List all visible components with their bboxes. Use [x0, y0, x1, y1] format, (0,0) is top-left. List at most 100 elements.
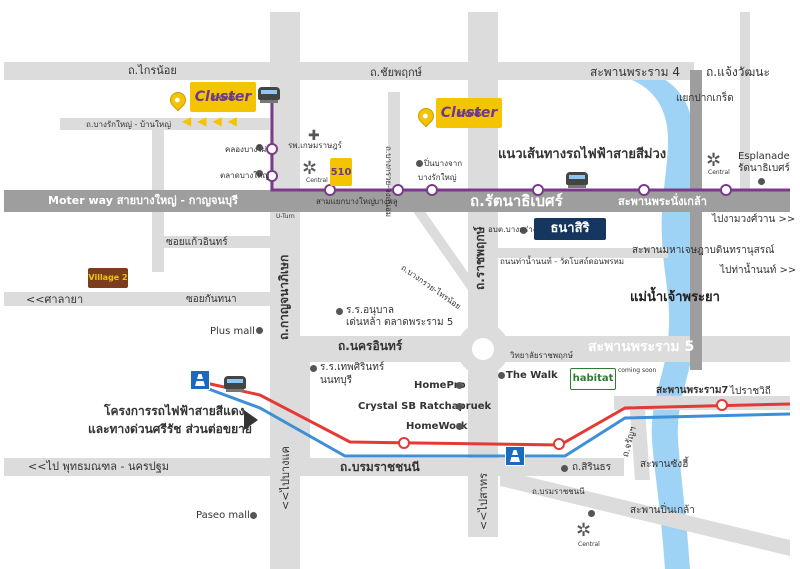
roundabout-center [472, 338, 494, 360]
label-homework: HomeWork [406, 421, 468, 432]
label-soi-kanchana: ซอยกันทนา [186, 294, 237, 305]
station-red-3 [716, 399, 728, 411]
brand-thanasiri: ธนาสิริ [534, 218, 606, 240]
label-red-line-2: และทางด่วนศรีรัช ส่วนต่อขยาย [88, 422, 252, 436]
hospital-icon: ✚ [308, 128, 320, 144]
label-to-phutthamonthon: <<ไป พุทธมณฑล - นครปฐม [28, 460, 170, 473]
road-motorway-rattanathibet [4, 190, 790, 212]
label-talad-rama5: ตลาดพระราม 5 [384, 317, 454, 328]
label-homepro: HomePro [414, 380, 466, 391]
poi-dot-homework [456, 423, 463, 430]
label-bridge-rama7: สะพานพระราม7 [656, 385, 729, 396]
purple-line [270, 96, 790, 192]
direction-arrows-icon: ◀◀◀◀ [182, 114, 243, 128]
poi-dot-crystal [456, 403, 463, 410]
label-sirindhorn: ถ.สิรินธร [572, 462, 612, 473]
label-red-line-1: โครงการรถไฟฟ้าสายสีแดง [104, 404, 245, 418]
poi-dot-klong [256, 144, 263, 151]
label-to-rajvithi: ไปราชวิถี [730, 386, 771, 397]
label-thepsirin-2: นนทบุรี [320, 375, 352, 386]
poi-dot-anuban [336, 308, 343, 315]
label-rr-anuban-2: เด่นหล้า [346, 317, 382, 328]
label-to-ngam-wong-wan: ไปงามวงศ์วาน >> [712, 214, 796, 225]
station-nonthaburi [532, 184, 544, 196]
label-paseo: Paseo mall [196, 510, 250, 521]
station-bang-phlu [392, 184, 404, 196]
label-plus-mall: Plus mall [210, 326, 255, 337]
label-bridge-rama5: สะพานพระราม 5 [588, 339, 695, 355]
label-to-bang-khae: <<ไปบางแค [279, 446, 292, 510]
label-obt: อบต.บางกร่าง [488, 225, 537, 234]
poi-dot-esplanade [758, 178, 765, 185]
label-chaiyaphruek: ถ.ชัยพฤกษ์ [370, 66, 422, 79]
blue-line [205, 386, 791, 458]
road-bang-rak-yai [60, 118, 270, 130]
label-rattanathibet: ถ.รัตนาธิเบศร์ [470, 192, 563, 210]
road-local-3 [300, 354, 310, 464]
road-borom [4, 458, 624, 476]
station-phranangklao [638, 184, 650, 196]
label-talad-bang-yai: ตลาดบางใหญ่ [220, 171, 270, 180]
label-esplanade-2: รัตนาธิเบศร์ [738, 163, 790, 174]
label-central-right: Central [708, 169, 730, 176]
label-nakhon-in: ถ.นครอินทร์ [338, 339, 403, 353]
central-icon-bottom: ✲ [576, 520, 592, 541]
central-icon-right: ✲ [706, 150, 722, 171]
station-klong-bang-phai [266, 143, 278, 155]
label-central-bottom: Central [578, 541, 600, 548]
label-thepsirin-1: ร.ร.เทพศิรินทร์ [320, 362, 385, 373]
brand-village-2: Village 2 [88, 268, 128, 288]
label-esplanade-1: Esplanade [738, 151, 790, 162]
brand-habitat: habitat [570, 368, 616, 390]
poi-dot-sirindhorn [561, 465, 568, 472]
label-ratchaphruek: ถ.ราชพฤกษ์ [473, 226, 487, 290]
label-wittaya: วิทยาลัยราชพฤกษ์ [510, 351, 573, 360]
label-bang-rak-yai: ถ.บางรักใหญ่ - บ้านใหญ่ [86, 120, 172, 129]
road-kanchanaphisek [270, 12, 300, 569]
station-red-2 [553, 438, 565, 450]
poi-dot-thepsirin [310, 365, 317, 372]
station-talad-bang-yai [266, 170, 278, 182]
label-bang-phlu: บางพลู [374, 197, 398, 206]
train-icon-purple-2 [566, 172, 588, 188]
road-bridge-ramp [690, 70, 702, 370]
poi-dot-homepro [456, 382, 463, 389]
poi-dot-the-walk [498, 372, 505, 379]
label-bridge-maha: สะพานมหาเจษฎาบดินทรานุสรณ์ [632, 245, 775, 256]
label-chaeng-watthana: ถ.แจ้งวัฒนะ [706, 65, 770, 79]
road-charan [630, 410, 650, 480]
poi-dot-plus-mall [256, 327, 263, 334]
station-bang-rak-noi [426, 184, 438, 196]
label-bridge-pinklao: สะพานปิ่นเกล้า [630, 505, 695, 516]
label-kanchanaphisek: ถ.กาญจนาภิเษก [277, 254, 291, 340]
label-borom: ถ.บรมราชชนนี [340, 460, 420, 474]
label-klong-bang-phai: คลองบางไผ่ [225, 145, 267, 154]
label-u-turn: U-Turn [276, 213, 295, 220]
label-to-tha-nam-non: ไปท่าน้ำนนท์ >> [720, 265, 797, 276]
label-soi-kaew-in: ซอยแก้วอินทร์ [166, 237, 228, 248]
label-the-walk: The Walk [506, 370, 558, 381]
road-tha-nam-non [498, 248, 668, 258]
arrow-right-icon [244, 410, 258, 430]
road-bang-kruai-diag [398, 190, 480, 290]
label-rr-anuban-1: ร.ร.อนุบาล [346, 305, 395, 316]
label-to-sathorn: <<ไปสาทร [477, 473, 490, 530]
road-far-right [740, 12, 750, 192]
label-chao-phraya: แม่น้ำเจ้าพระยา [630, 290, 720, 305]
label-bridge-rama4: สะพานพระราม 4 [590, 65, 680, 79]
red-line [205, 381, 791, 447]
road-krai-noi [4, 62, 694, 80]
label-salaya: <<ศาลายา [26, 293, 84, 306]
road-salaya [4, 292, 270, 306]
label-bridge-krung-thon: สะพานซังฮี้ [640, 459, 689, 470]
label-borom-small: ถ.บรมราชชนนี [532, 487, 585, 496]
motorway-icon-2 [505, 446, 525, 466]
label-central: Central [306, 177, 328, 184]
label-bridge-phranangklao: สะพานพระนั่งเกล้า [618, 195, 707, 208]
poi-dot-central-bottom [588, 510, 595, 517]
station-esplanade [720, 184, 732, 196]
